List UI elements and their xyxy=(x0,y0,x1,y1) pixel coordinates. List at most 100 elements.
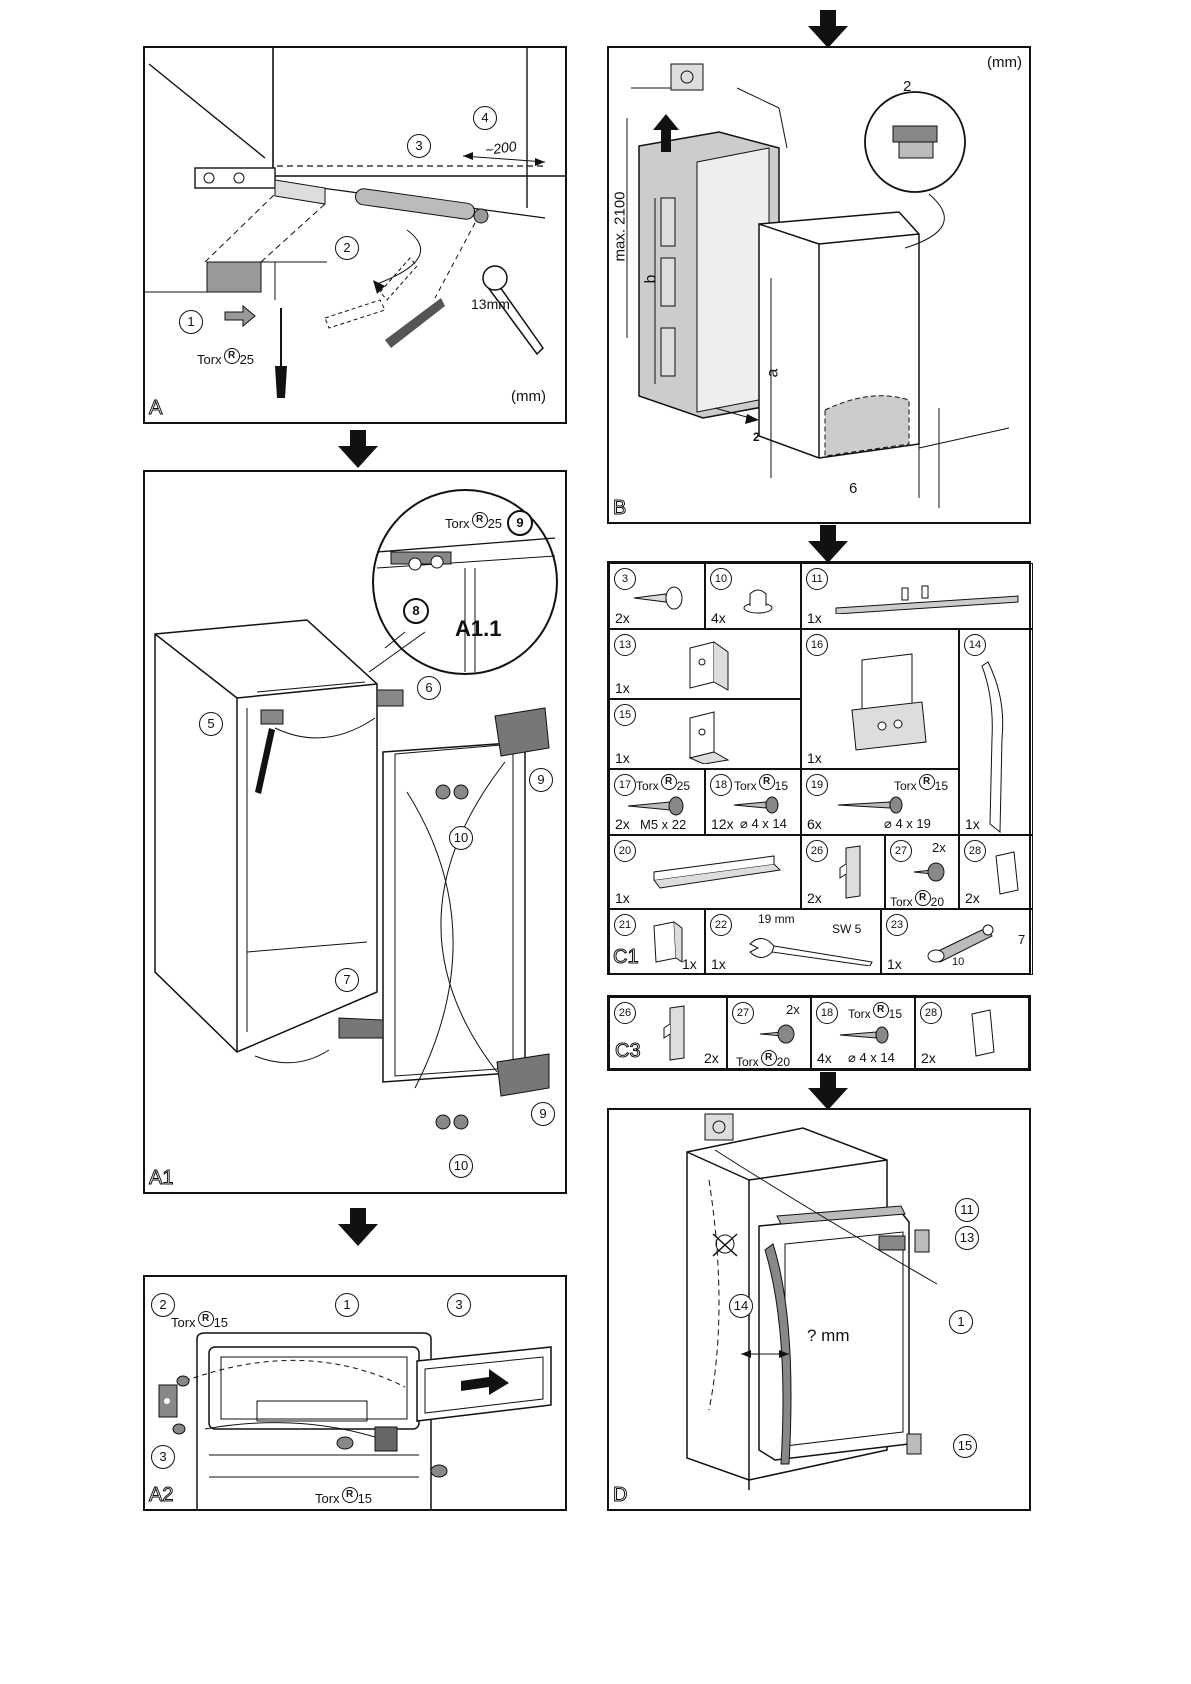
part-number: 16 xyxy=(806,634,828,656)
handle-icon xyxy=(927,924,994,963)
callout-d-13: 13 xyxy=(955,1226,979,1250)
panel-label-a: A xyxy=(148,397,163,420)
part-number: 28 xyxy=(920,1002,942,1024)
callout-a1-9-detail: 9 xyxy=(507,510,533,536)
part-number: 21 xyxy=(614,914,636,936)
callout-d-14: 14 xyxy=(729,1294,753,1318)
flow-arrow-a-a1 xyxy=(338,430,378,468)
part-number: 13 xyxy=(614,634,636,656)
part-qty: 4x xyxy=(711,610,726,626)
cap-block-icon xyxy=(995,851,1019,895)
panel-d: 11 13 14 1 15 ? mm D xyxy=(607,1108,1031,1511)
torx-size: 25 xyxy=(676,779,691,793)
callout-a-4: 4 xyxy=(473,106,497,130)
cap-icon xyxy=(743,589,773,614)
part-qty: 12x xyxy=(711,816,734,832)
torx-word: Torx xyxy=(736,1055,759,1069)
registered-icon: R xyxy=(223,348,240,364)
part-number: 20 xyxy=(614,840,636,862)
registered-icon: R xyxy=(918,774,935,790)
panel-label-c3: C3 xyxy=(615,1040,642,1063)
panel-d-illustration xyxy=(686,1113,938,1490)
part-number: 17 xyxy=(614,774,636,796)
screw-icon xyxy=(733,796,779,814)
detail-label-a1-1: A1.1 xyxy=(455,616,502,641)
part-number: 10 xyxy=(710,568,732,590)
part-qty: 1x xyxy=(965,816,980,832)
screw-icon xyxy=(627,796,684,816)
part-qty-top: 2x xyxy=(932,840,946,855)
part-number: 28 xyxy=(964,840,986,862)
part-spec: ⌀ 4 x 19 xyxy=(884,816,931,831)
screw-icon xyxy=(837,796,903,814)
callout-a1-9-bottom: 9 xyxy=(531,1102,555,1126)
screw-washer-icon xyxy=(759,1024,795,1044)
part-qty: 1x xyxy=(615,680,630,696)
spacer-icon xyxy=(653,921,683,963)
part-number: 23 xyxy=(886,914,908,936)
flow-arrow-c3-d xyxy=(808,1072,848,1110)
part-qty: 1x xyxy=(711,956,726,972)
part-number: 22 xyxy=(710,914,732,936)
torx-size: 25 xyxy=(239,352,255,367)
part-qty: 2x xyxy=(615,816,630,832)
wrench-icon xyxy=(749,938,873,966)
torx-word: Torx xyxy=(848,1007,871,1021)
cap-block-icon xyxy=(971,1009,995,1057)
panel-label-c1: C1 xyxy=(613,946,640,969)
bracket-icon xyxy=(688,711,730,764)
flow-arrow-top xyxy=(808,10,848,48)
callout-d-11: 11 xyxy=(955,1198,979,1222)
part-qty: 4x xyxy=(817,1050,832,1066)
part-qty: 1x xyxy=(682,956,697,972)
plinth-trim-icon xyxy=(653,855,782,889)
callout-d-15: 15 xyxy=(953,1434,977,1458)
panel-a1-illustration xyxy=(154,489,558,1130)
registered-icon: R xyxy=(341,1487,358,1503)
part-cell: 16 1x xyxy=(801,629,959,769)
handle-label-10: 10 xyxy=(952,956,965,968)
registered-icon: R xyxy=(660,774,677,790)
part-cell: 28 2x xyxy=(915,997,1029,1069)
torx-size: 25 xyxy=(487,516,503,531)
wrench-size-sw5: SW 5 xyxy=(832,922,862,936)
part-qty: 1x xyxy=(807,750,822,766)
torx-word: Torx xyxy=(734,779,757,793)
part-cell: 21 1x xyxy=(609,909,705,975)
part-number: 19 xyxy=(806,774,828,796)
dim-b-6: 6 xyxy=(849,480,858,497)
torx-word: Torx xyxy=(894,779,917,793)
callout-d-1: 1 xyxy=(949,1310,973,1334)
wrench-size: 13mm xyxy=(471,296,510,312)
part-qty: 2x xyxy=(921,1050,936,1066)
part-cell: 26 2x xyxy=(609,997,727,1069)
dim-b-2-top: 2 xyxy=(903,78,912,95)
screw-washer-icon xyxy=(913,862,945,882)
part-cell: 14 1x xyxy=(959,629,1033,835)
dim-b-a: a xyxy=(764,368,782,378)
callout-a1-7: 7 xyxy=(335,968,359,992)
part-qty: 2x xyxy=(965,890,980,906)
panel-a-illustration xyxy=(145,48,565,398)
torx-size: 20 xyxy=(930,895,945,909)
part-cell: 3 2x xyxy=(609,563,705,629)
dim-b-max: max. 2100 xyxy=(611,191,629,262)
callout-a-1: 1 xyxy=(179,310,203,334)
part-spec: M5 x 22 xyxy=(640,817,687,832)
part-number: 14 xyxy=(964,634,986,656)
part-cell: 10 4x xyxy=(705,563,801,629)
panel-label-b: B xyxy=(612,497,627,520)
callout-a1-6: 6 xyxy=(417,676,441,700)
